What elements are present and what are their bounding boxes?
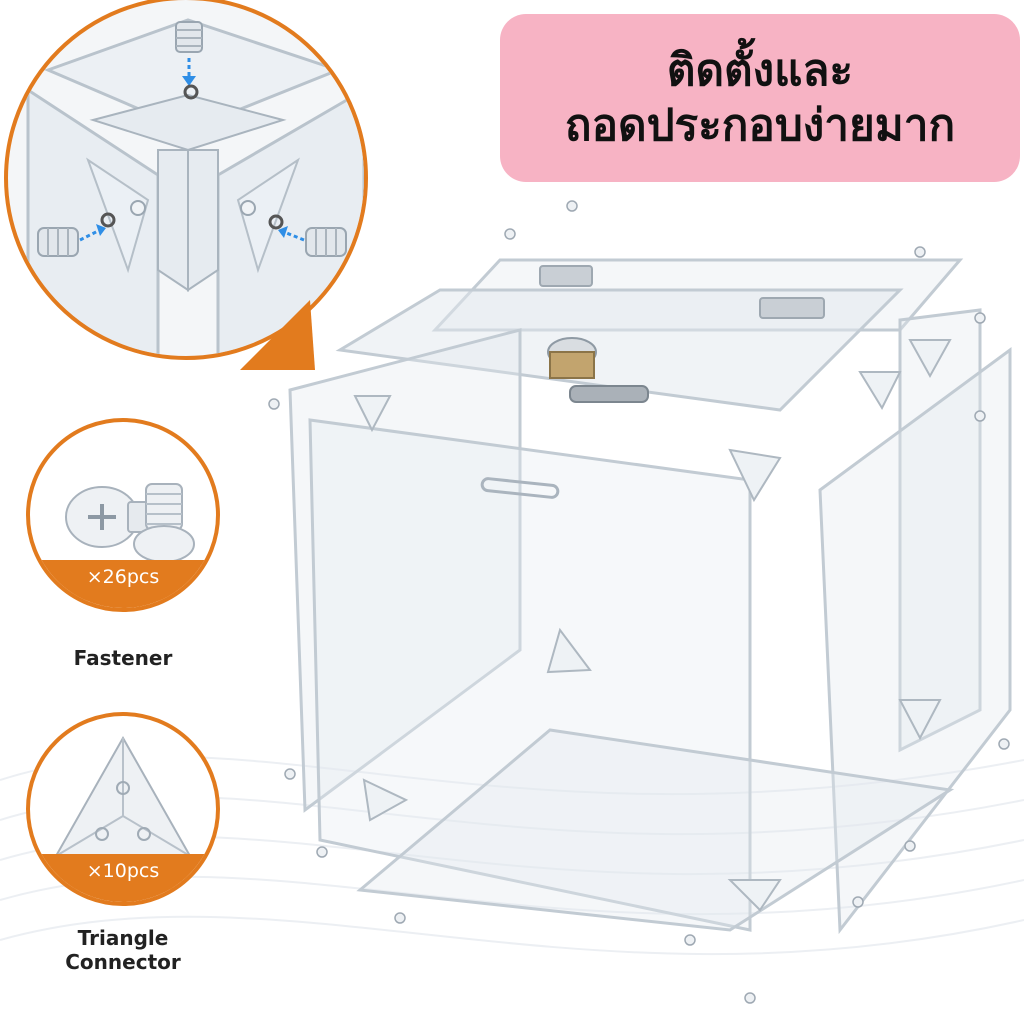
front-panel	[308, 418, 752, 932]
left-panel	[288, 328, 522, 813]
connector-label-line-1: Triangle	[77, 926, 169, 950]
right-panel	[818, 347, 1012, 935]
title-banner: ติดตั้งและ ถอดประกอบง่ายมาก	[500, 14, 1020, 182]
right-back-panel	[898, 308, 982, 753]
fastener-icon	[65, 483, 195, 563]
banner-line-2: ถอดประกอบง่ายมาก	[564, 100, 956, 151]
corner-detail-zoom	[4, 0, 368, 360]
bottom-base	[356, 728, 955, 932]
right-screw-icon	[305, 227, 347, 257]
triangle-connector-circle: ×10pcs	[26, 712, 220, 906]
left-screw-icon	[37, 227, 79, 257]
hinge-left	[539, 265, 593, 287]
fastener-label: Fastener	[73, 646, 173, 670]
coin-slot	[480, 477, 560, 499]
exploded-acrylic-box-illustration	[268, 200, 1012, 1004]
top-screw-icon	[175, 21, 203, 53]
banner-line-1: ติดตั้งและ	[666, 45, 854, 96]
connector-label: Triangle Connector	[26, 926, 220, 974]
fastener-circle: ×26pcs	[26, 418, 220, 612]
box-corner-connectors	[353, 339, 952, 912]
zoom-pointer-arrow	[240, 300, 315, 370]
connector-quantity: ×10pcs	[30, 854, 216, 902]
fastener-quantity: ×26pcs	[30, 560, 216, 608]
connector-label-line-2: Connector	[65, 950, 181, 974]
lock-icon	[547, 337, 649, 403]
top-lid-front	[335, 288, 904, 412]
hinge-right	[759, 297, 825, 319]
